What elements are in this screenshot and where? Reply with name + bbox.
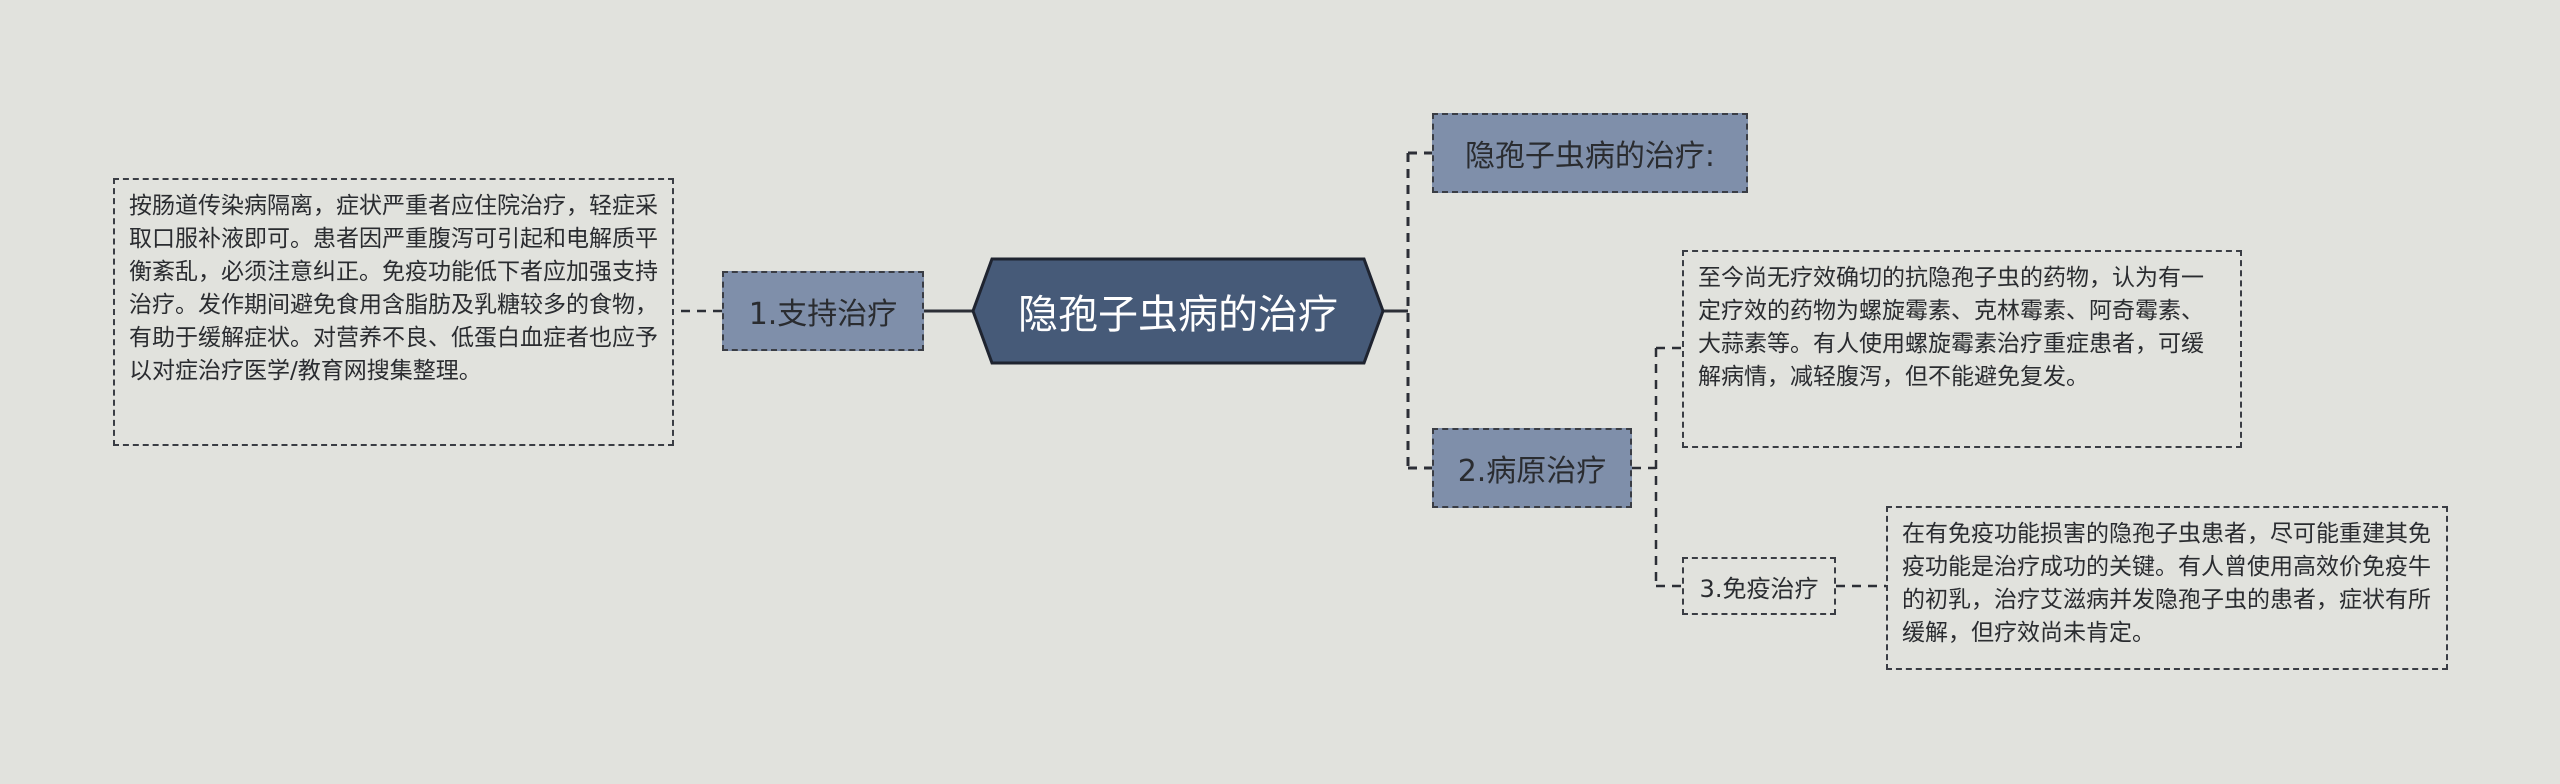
node-immune-detail[interactable]: 在有免疫功能损害的隐孢子虫患者，尽可能重建其免疫功能是治疗成功的关键。有人曾使用… bbox=[1886, 506, 2448, 670]
root-node[interactable]: 隐孢子虫病的治疗 bbox=[970, 256, 1386, 366]
node-pathogen[interactable]: 2.病原治疗 bbox=[1432, 428, 1632, 508]
node-intro-label: 隐孢子虫病的治疗: bbox=[1464, 139, 1716, 174]
node-pathogen-detail-text: 至今尚无疗效确切的抗隐孢子虫的药物，认为有一定疗效的药物为螺旋霉素、克林霉素、阿… bbox=[1698, 265, 2204, 390]
node-immune-detail-text: 在有免疫功能损害的隐孢子虫患者，尽可能重建其免疫功能是治疗成功的关键。有人曾使用… bbox=[1902, 521, 2431, 646]
node-immune[interactable]: 3.免疫治疗 bbox=[1682, 557, 1836, 615]
node-support-label: 1.支持治疗 bbox=[748, 297, 898, 332]
node-intro[interactable]: 隐孢子虫病的治疗: bbox=[1432, 113, 1748, 193]
node-support-detail[interactable]: 按肠道传染病隔离，症状严重者应住院治疗，轻症采取口服补液即可。患者因严重腹泻可引… bbox=[113, 178, 674, 446]
node-support[interactable]: 1.支持治疗 bbox=[722, 271, 924, 351]
node-support-detail-text: 按肠道传染病隔离，症状严重者应住院治疗，轻症采取口服补液即可。患者因严重腹泻可引… bbox=[129, 193, 658, 384]
root-hexagon-shape bbox=[971, 257, 1385, 365]
root-label: 隐孢子虫病的治疗 bbox=[1018, 292, 1338, 338]
node-pathogen-label: 2.病原治疗 bbox=[1457, 454, 1607, 489]
node-pathogen-detail[interactable]: 至今尚无疗效确切的抗隐孢子虫的药物，认为有一定疗效的药物为螺旋霉素、克林霉素、阿… bbox=[1682, 250, 2242, 448]
node-immune-label: 3.免疫治疗 bbox=[1699, 574, 1819, 603]
